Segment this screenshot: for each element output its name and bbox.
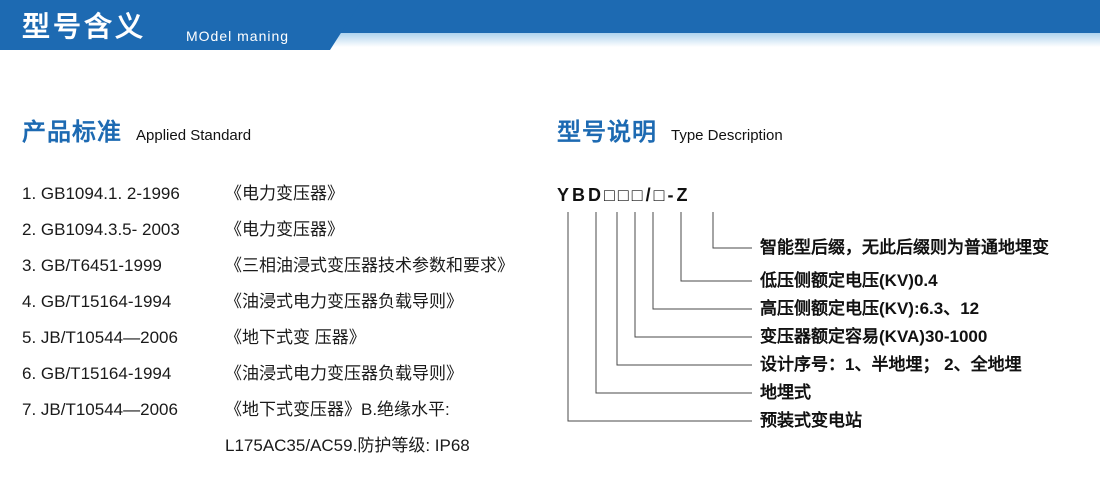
model-code: YBD□□□/□-Z <box>557 185 691 205</box>
type-description-heading-cn: 型号说明 <box>557 119 657 146</box>
applied-standard-heading: 产品标准 Applied Standard <box>22 112 251 147</box>
page-subtitle: MOdel maning <box>186 28 290 44</box>
standard-code: 2. GB1094.3.5- 2003 <box>22 220 180 239</box>
header-banner: 型号含义 MOdel maning <box>0 0 1100 54</box>
standard-desc: 《电力变压器》 <box>225 220 344 239</box>
applied-standard-heading-cn: 产品标准 <box>22 119 122 146</box>
standard-code: 3. GB/T6451-1999 <box>22 256 162 275</box>
standard-item: 4. GB/T15164-1994 《油浸式电力变压器负载导则》 <box>22 284 542 320</box>
standard-item: 1. GB1094.1. 2-1996 《电力变压器》 <box>22 176 542 212</box>
standard-item: 2. GB1094.3.5- 2003 《电力变压器》 <box>22 212 542 248</box>
standard-code: 1. GB1094.1. 2-1996 <box>22 184 180 203</box>
model-label: 高压侧额定电压(KV):6.3、12 <box>760 299 980 318</box>
model-label: 变压器额定容易(KVA)30-1000 <box>760 327 988 346</box>
standard-desc: 《电力变压器》 <box>225 184 344 203</box>
header-title-tab <box>0 0 362 50</box>
standard-code: 7. JB/T10544—2006 <box>22 400 178 419</box>
model-label: 预装式变电站 <box>760 411 862 430</box>
standard-desc: 《三相油浸式变压器技术参数和要求》 <box>225 256 514 275</box>
type-description-heading-en: Type Description <box>671 127 783 144</box>
standard-item: 6. GB/T15164-1994 《油浸式电力变压器负载导则》 <box>22 356 542 392</box>
standard-item: 7. JB/T10544—2006 《地下式变压器》B.绝缘水平: <box>22 392 542 428</box>
page-title: 型号含义 <box>22 11 147 42</box>
model-structure-lines <box>567 212 752 422</box>
standard-code: 4. GB/T15164-1994 <box>22 292 172 311</box>
model-label: 地埋式 <box>760 383 811 402</box>
model-label: 智能型后缀，无此后缀则为普通地埋变 <box>760 238 1049 257</box>
standard-desc: 《油浸式电力变压器负载导则》 <box>225 292 463 311</box>
standard-item: 3. GB/T6451-1999 《三相油浸式变压器技术参数和要求》 <box>22 248 542 284</box>
model-label: 设计序号：1、半地埋； 2、全地埋 <box>760 355 1022 374</box>
standard-desc: 《地下式变压器》B.绝缘水平: <box>225 400 450 419</box>
model-label: 低压侧额定电压(KV)0.4 <box>760 271 938 290</box>
type-description-heading: 型号说明 Type Description <box>557 112 783 147</box>
standards-footnote: L175AC35/AC59.防护等级: IP68 <box>225 436 470 455</box>
model-diagram: YBD□□□/□-Z 智能型后缀，无此后缀则为普通地埋变 低压侧额定电压(KV)… <box>545 185 1100 490</box>
applied-standard-heading-en: Applied Standard <box>136 127 252 144</box>
standard-code: 6. GB/T15164-1994 <box>22 364 172 383</box>
standard-item: 5. JB/T10544—2006 《地下式变 压器》 <box>22 320 542 356</box>
standard-desc: 《地下式变 压器》 <box>225 328 366 347</box>
standard-desc: 《油浸式电力变压器负载导则》 <box>225 364 463 383</box>
standards-list: 1. GB1094.1. 2-1996 《电力变压器》 2. GB1094.3.… <box>22 176 542 464</box>
standard-code: 5. JB/T10544—2006 <box>22 328 178 347</box>
